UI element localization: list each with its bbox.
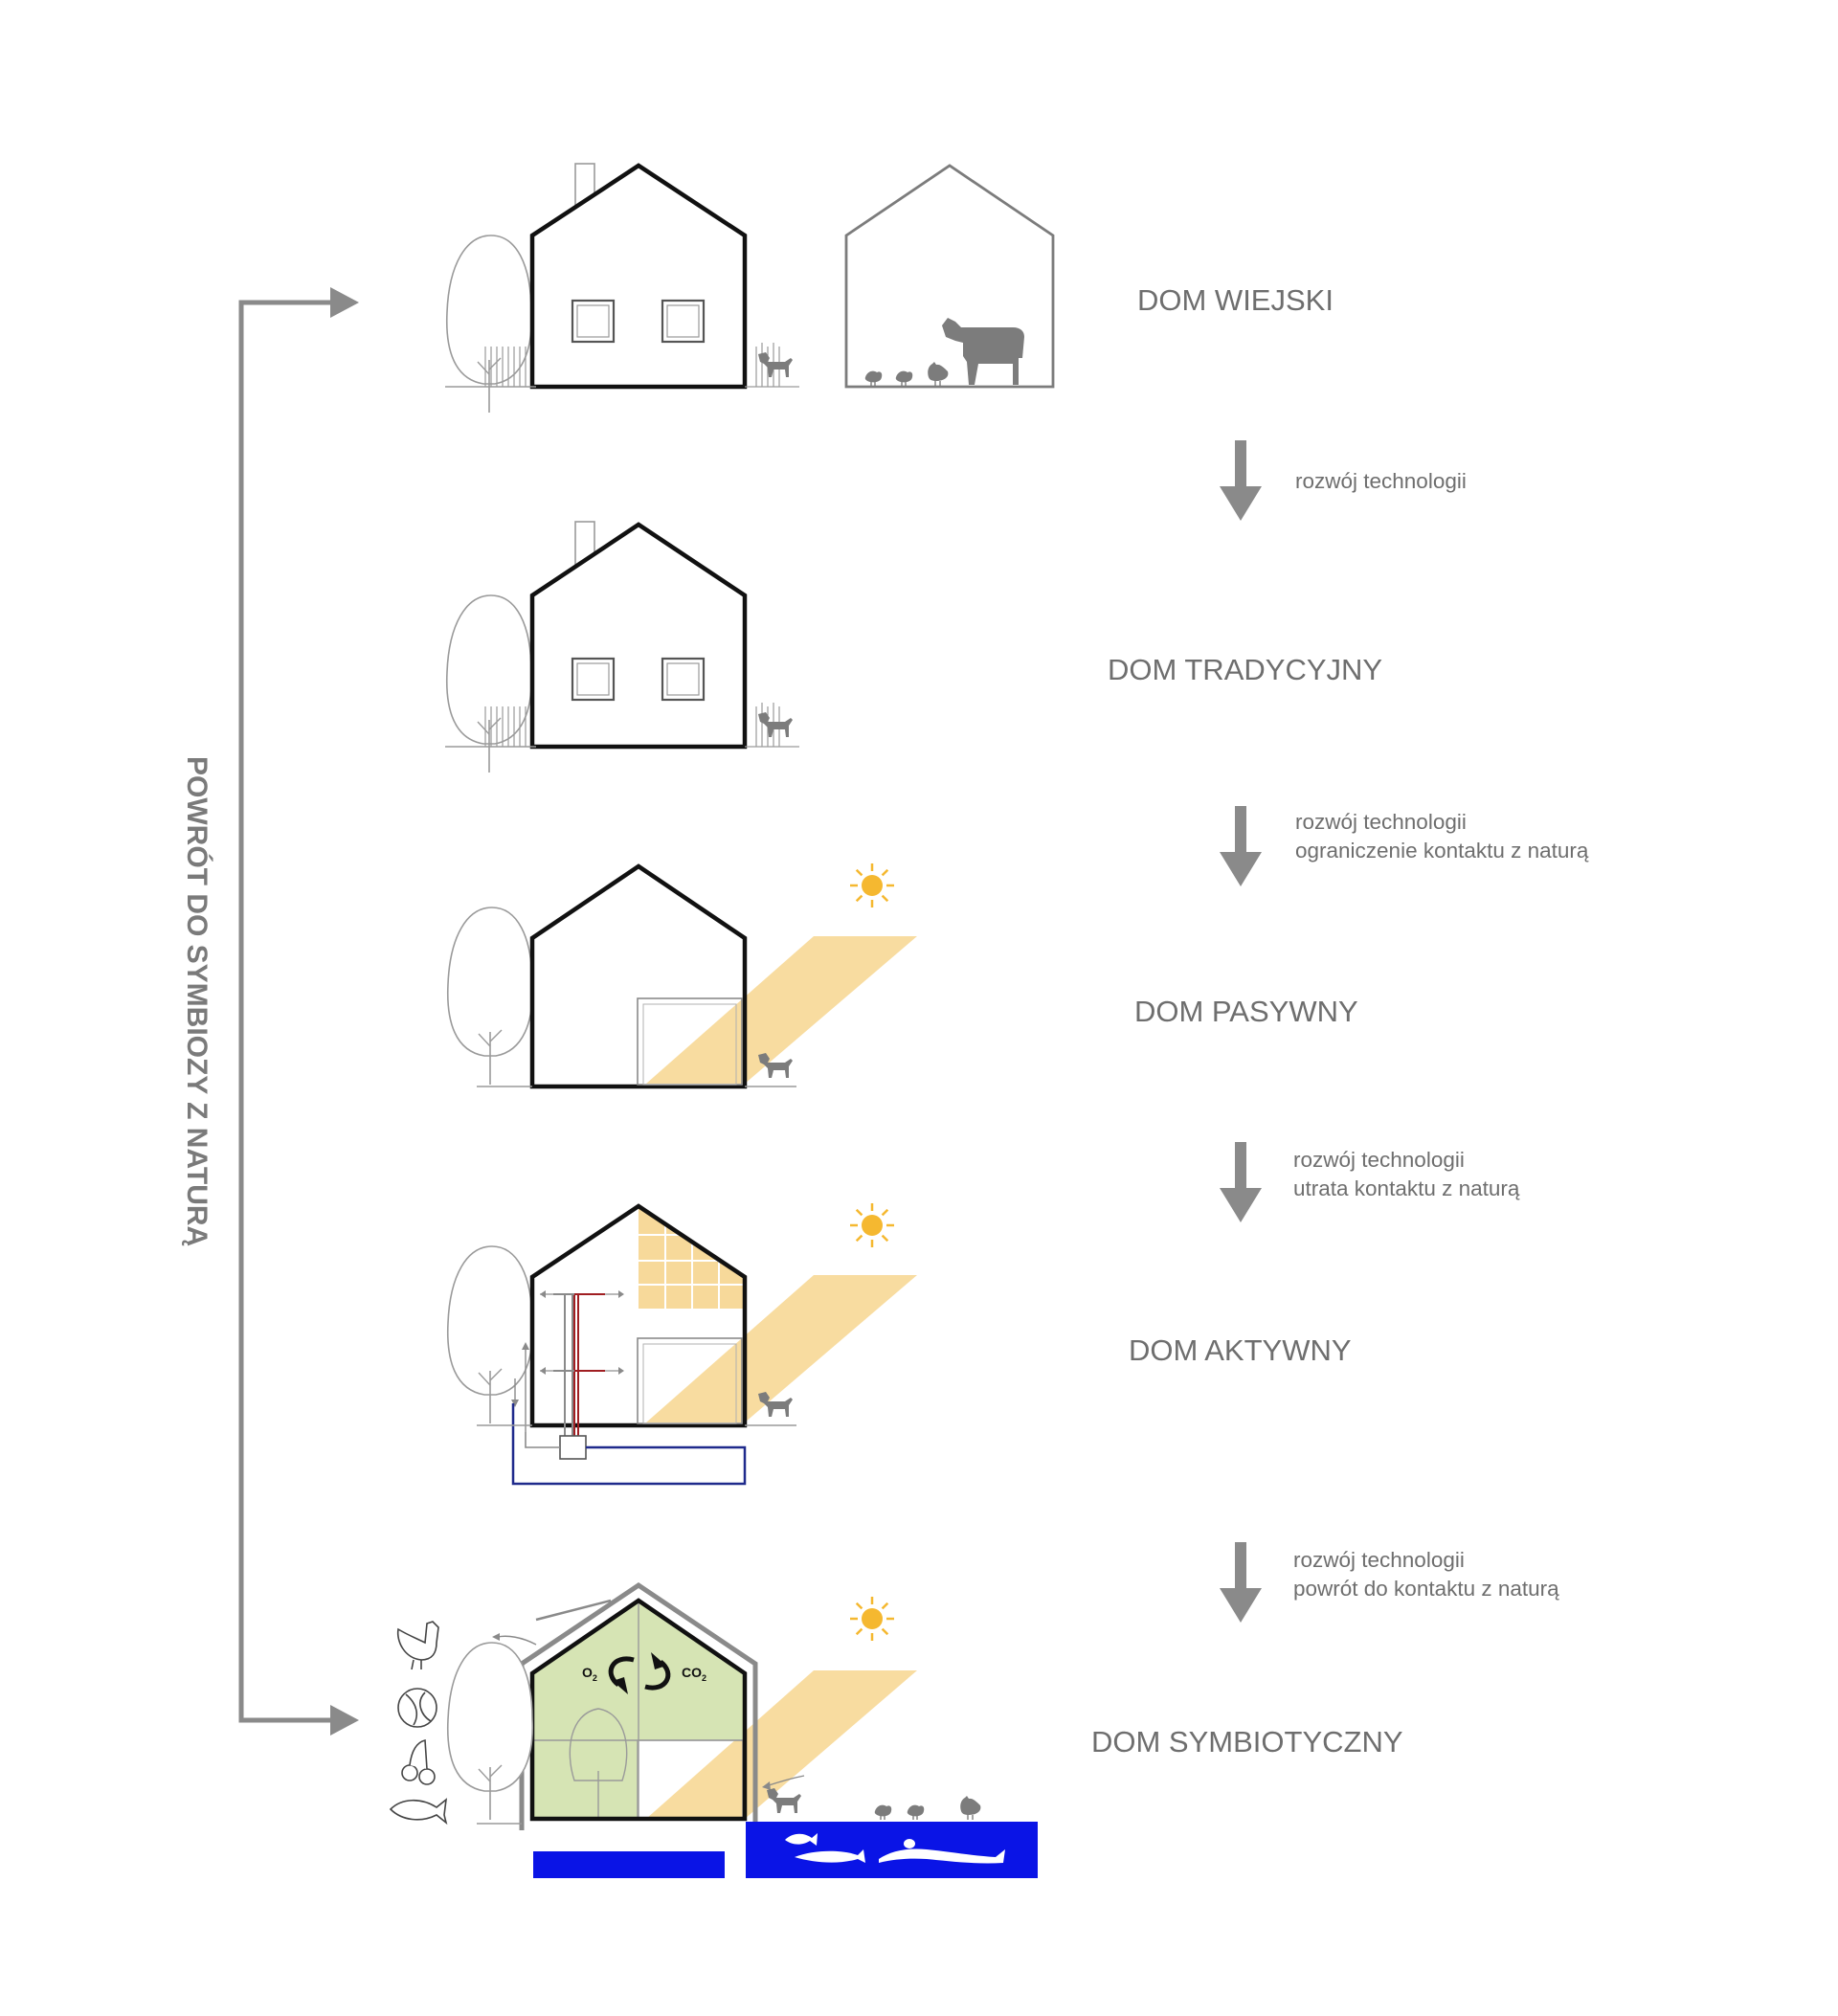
transition-note: powrót do kontaktu z naturą [1293,1577,1559,1601]
arrow-down-icon [1220,440,1262,521]
sun-icon [848,1201,896,1249]
side-label: POWRÓT DO SYMBIOZY Z NATURĄ [181,756,213,1246]
solar-panels [639,1208,745,1309]
return-loop-arrow [238,287,359,1736]
svg-text:O2: O2 [582,1665,597,1683]
transition-note: ograniczenie kontaktu z naturą [1295,839,1589,862]
cow-icon [942,318,1024,385]
sunlight-beam [646,936,917,1084]
sunlight-beam [646,1670,917,1819]
fish-icon [795,1849,865,1863]
stage-dom-aktywny: DOM AKTYWNY [446,1201,1352,1486]
dog-icon [758,352,793,377]
chicken-icon [396,1621,439,1670]
window [661,299,706,344]
ground-loop [511,1403,747,1486]
hen-icon [907,1803,925,1821]
arrow-down-icon [1220,1542,1262,1623]
house-outline [529,522,748,750]
stage-label: DOM SYMBIOTYCZNY [1091,1725,1403,1758]
roof-vent [535,1599,612,1622]
stage-label: DOM WIEJSKI [1137,283,1334,317]
stage-label: DOM PASYWNY [1134,995,1358,1028]
fence-icon [484,347,527,387]
window [571,299,616,344]
house-outline [529,863,748,1089]
heat-pump [559,1435,587,1460]
sun-icon [848,862,896,909]
water-tank [533,1851,725,1878]
fish-icon [389,1798,448,1826]
sunlight-beam [646,1275,917,1422]
hen-icon [874,1803,892,1821]
greenhouse-interior [532,1601,639,1819]
stage-dom-wiejski: DOM WIEJSKI [445,163,1334,414]
window [661,657,706,702]
stage-label: DOM TRADYCYJNY [1108,653,1382,686]
house-outline [529,1203,748,1428]
stage-dom-symbiotyczny: O2 CO2 [389,1581,1403,1878]
rooster-icon [959,1795,982,1821]
svg-text:CO2: CO2 [682,1665,706,1683]
window [571,657,616,702]
arrow-down-icon [1220,1142,1262,1222]
tree-icon [446,1245,534,1424]
transition-note: rozwój technologii [1295,469,1467,493]
dog-icon [767,1788,801,1813]
house-outline [529,1598,748,1822]
transition-note: rozwój technologii [1295,810,1467,834]
stage-dom-tradycyjny: DOM TRADYCYJNY [445,521,1382,773]
transition-note: rozwój technologii [1293,1548,1465,1572]
air-exchange: O2 CO2 [582,1652,706,1694]
cherries-icon [401,1738,436,1785]
tree-icon [446,907,534,1086]
stage-label: DOM AKTYWNY [1129,1333,1352,1367]
arrow-down-icon [1220,806,1262,886]
pond [746,1822,1038,1878]
transition-note: rozwój technologii [1293,1148,1465,1172]
stage-dom-pasywny: DOM PASYWNY [446,862,1358,1089]
cabbage-icon [397,1688,437,1728]
dog-icon [758,712,793,737]
transition-note: utrata kontaktu z naturą [1293,1176,1520,1200]
fence-icon [484,706,527,747]
swimmer-icon [879,1839,1005,1864]
sun-icon [848,1595,896,1643]
heating-pipes [511,1290,624,1438]
house-outline [529,163,748,390]
fish-icon [785,1833,818,1846]
